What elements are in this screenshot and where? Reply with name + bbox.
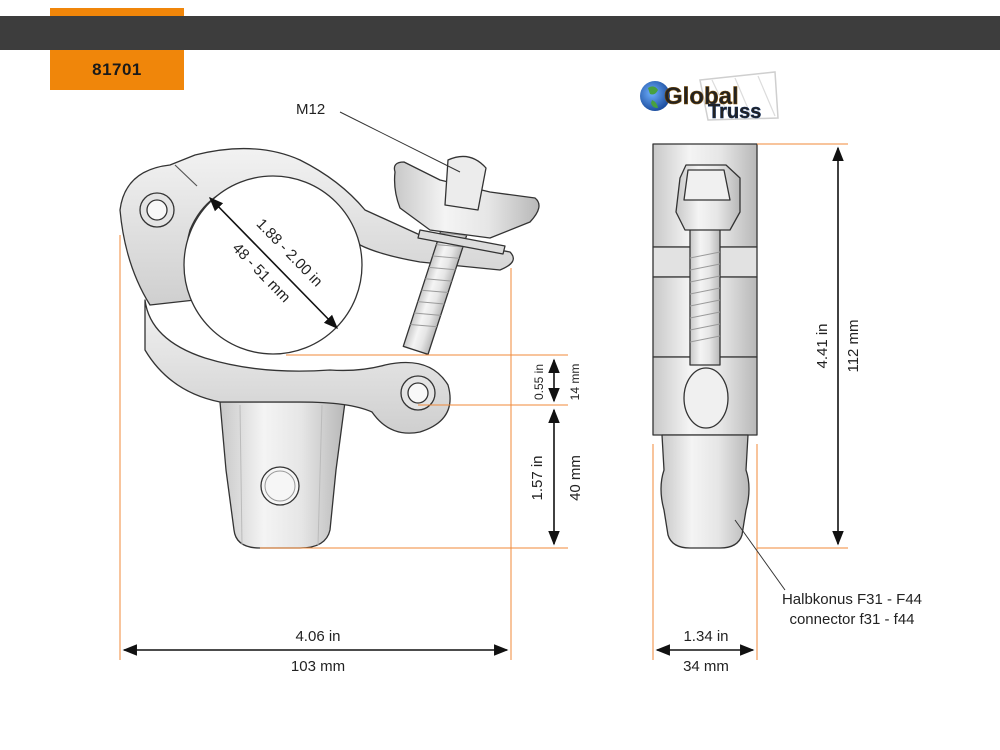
width-in: 4.06 in (295, 628, 340, 645)
width-mm: 103 mm (291, 658, 345, 675)
connector-label-en: connector f31 - f44 (789, 611, 914, 628)
code-tab (50, 50, 184, 90)
bolt-leader-line (339, 111, 461, 173)
connector-label-de: Halbkonus F31 - F44 (782, 591, 922, 608)
spigot-mm: 40 mm (567, 455, 584, 501)
header-bar (0, 16, 1000, 50)
extension-lines (119, 143, 848, 660)
gap-in: 0.55 in (532, 364, 546, 400)
clamp-front-view (119, 147, 540, 549)
bolt-label: M12 (296, 101, 325, 118)
global-truss-logo: Global Truss (640, 71, 779, 123)
spigot-in: 1.57 in (529, 455, 546, 500)
depth-mm: 34 mm (683, 658, 729, 675)
product-code-box: 81701 (50, 8, 184, 90)
connector-leader-line (734, 519, 786, 591)
height-in: 4.41 in (814, 323, 831, 368)
dimensions (119, 111, 848, 660)
globe-icon (640, 81, 670, 111)
depth-in: 1.34 in (683, 628, 728, 645)
height-mm: 112 mm (845, 319, 862, 372)
brand-name-line2: Truss (708, 101, 761, 123)
accent-stripe (50, 8, 184, 16)
brand-name-line1: Global (664, 83, 739, 110)
clamp-side-view (652, 143, 758, 549)
tube-diameter-line (208, 196, 339, 330)
gap-mm: 14 mm (568, 364, 582, 401)
product-code: 81701 (92, 60, 142, 79)
